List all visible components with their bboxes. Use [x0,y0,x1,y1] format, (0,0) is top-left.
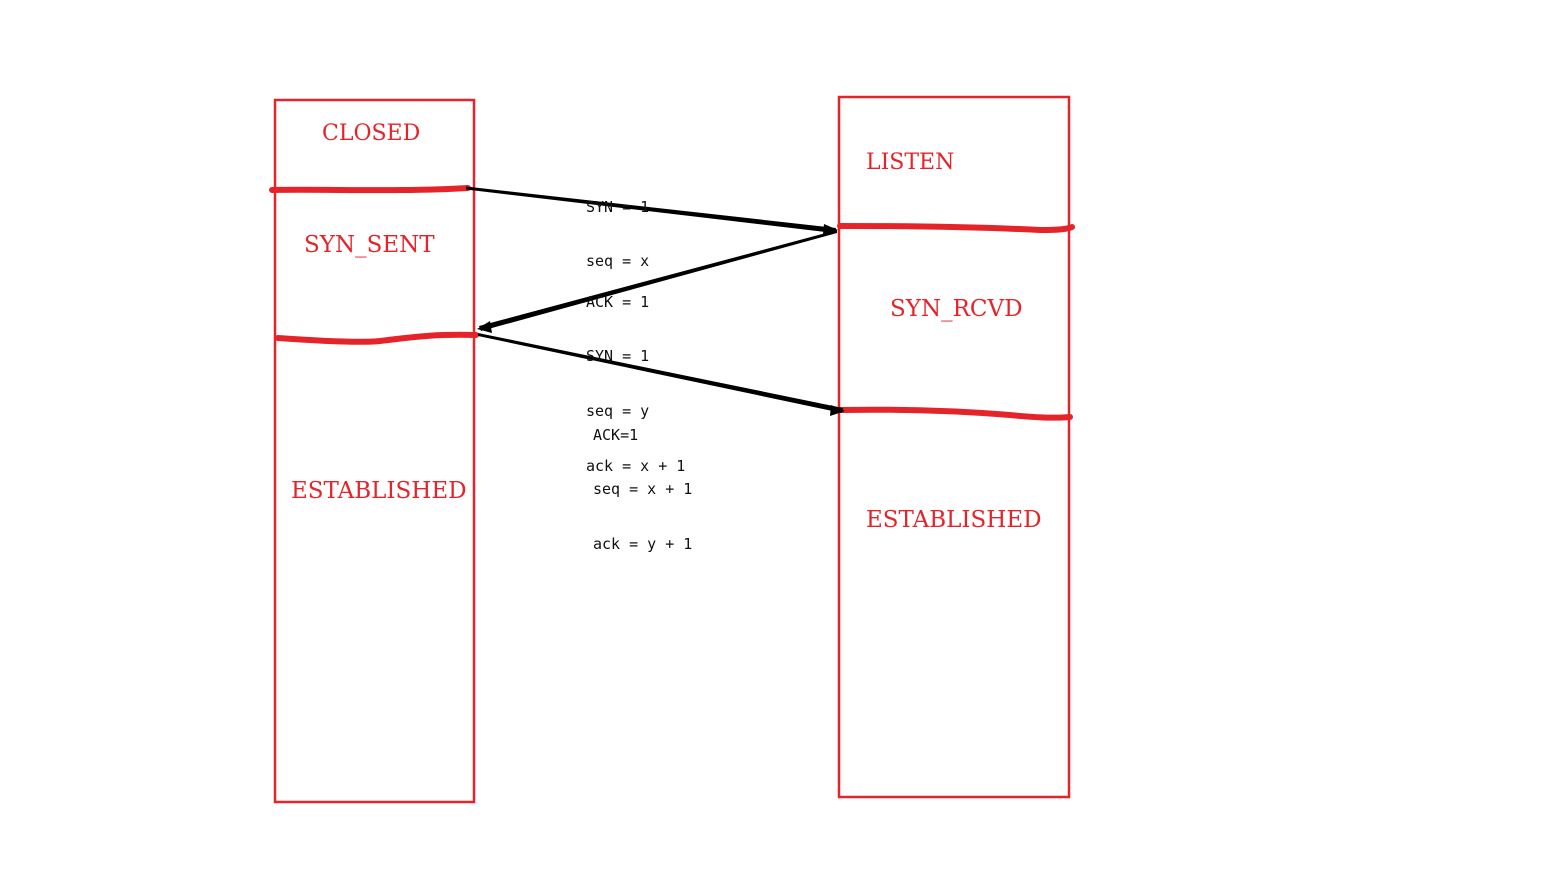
server-boundary-synrcvd-established [837,406,1073,421]
message-ack-line: seq = x + 1 [593,480,693,499]
message-ack-label: ACK=1 seq = x + 1 ack = y + 1 [593,389,692,590]
message-syn-line: seq = x [586,252,650,271]
message-syn-ack-line: ACK = 1 [586,292,650,311]
arrow-ack [478,333,843,413]
server-column [837,95,1071,799]
message-syn-ack-line: ack = x + 1 [586,457,686,476]
client-column [273,98,476,804]
client-boundary-closed-synsent [269,185,471,194]
server-state-established: ESTABLISHED [866,507,1042,533]
message-syn-line: SYN = 1 [586,197,650,216]
client-state-established: ESTABLISHED [291,478,467,504]
message-syn-ack-line: SYN = 1 [586,347,650,366]
message-syn-ack-line: seq = y [586,402,650,421]
server-boundary-listen-synrcvd [837,223,1075,234]
server-state-listen: LISTEN [866,150,955,175]
arrow-syn [466,186,836,233]
message-syn-label: SYN = 1 seq = x [586,161,649,307]
message-ack-line: ACK=1 [593,425,639,444]
client-boundary-synsent-established [275,331,479,345]
server-state-syn-rcvd: SYN_RCVD [890,296,1023,322]
message-syn-ack-label: ACK = 1 SYN = 1 seq = y ack = x + 1 [586,256,685,512]
message-ack-line: ack = y + 1 [593,535,693,554]
client-state-closed: CLOSED [322,121,421,146]
client-state-syn-sent: SYN_SENT [304,232,435,258]
arrow-syn-ack [479,230,837,331]
